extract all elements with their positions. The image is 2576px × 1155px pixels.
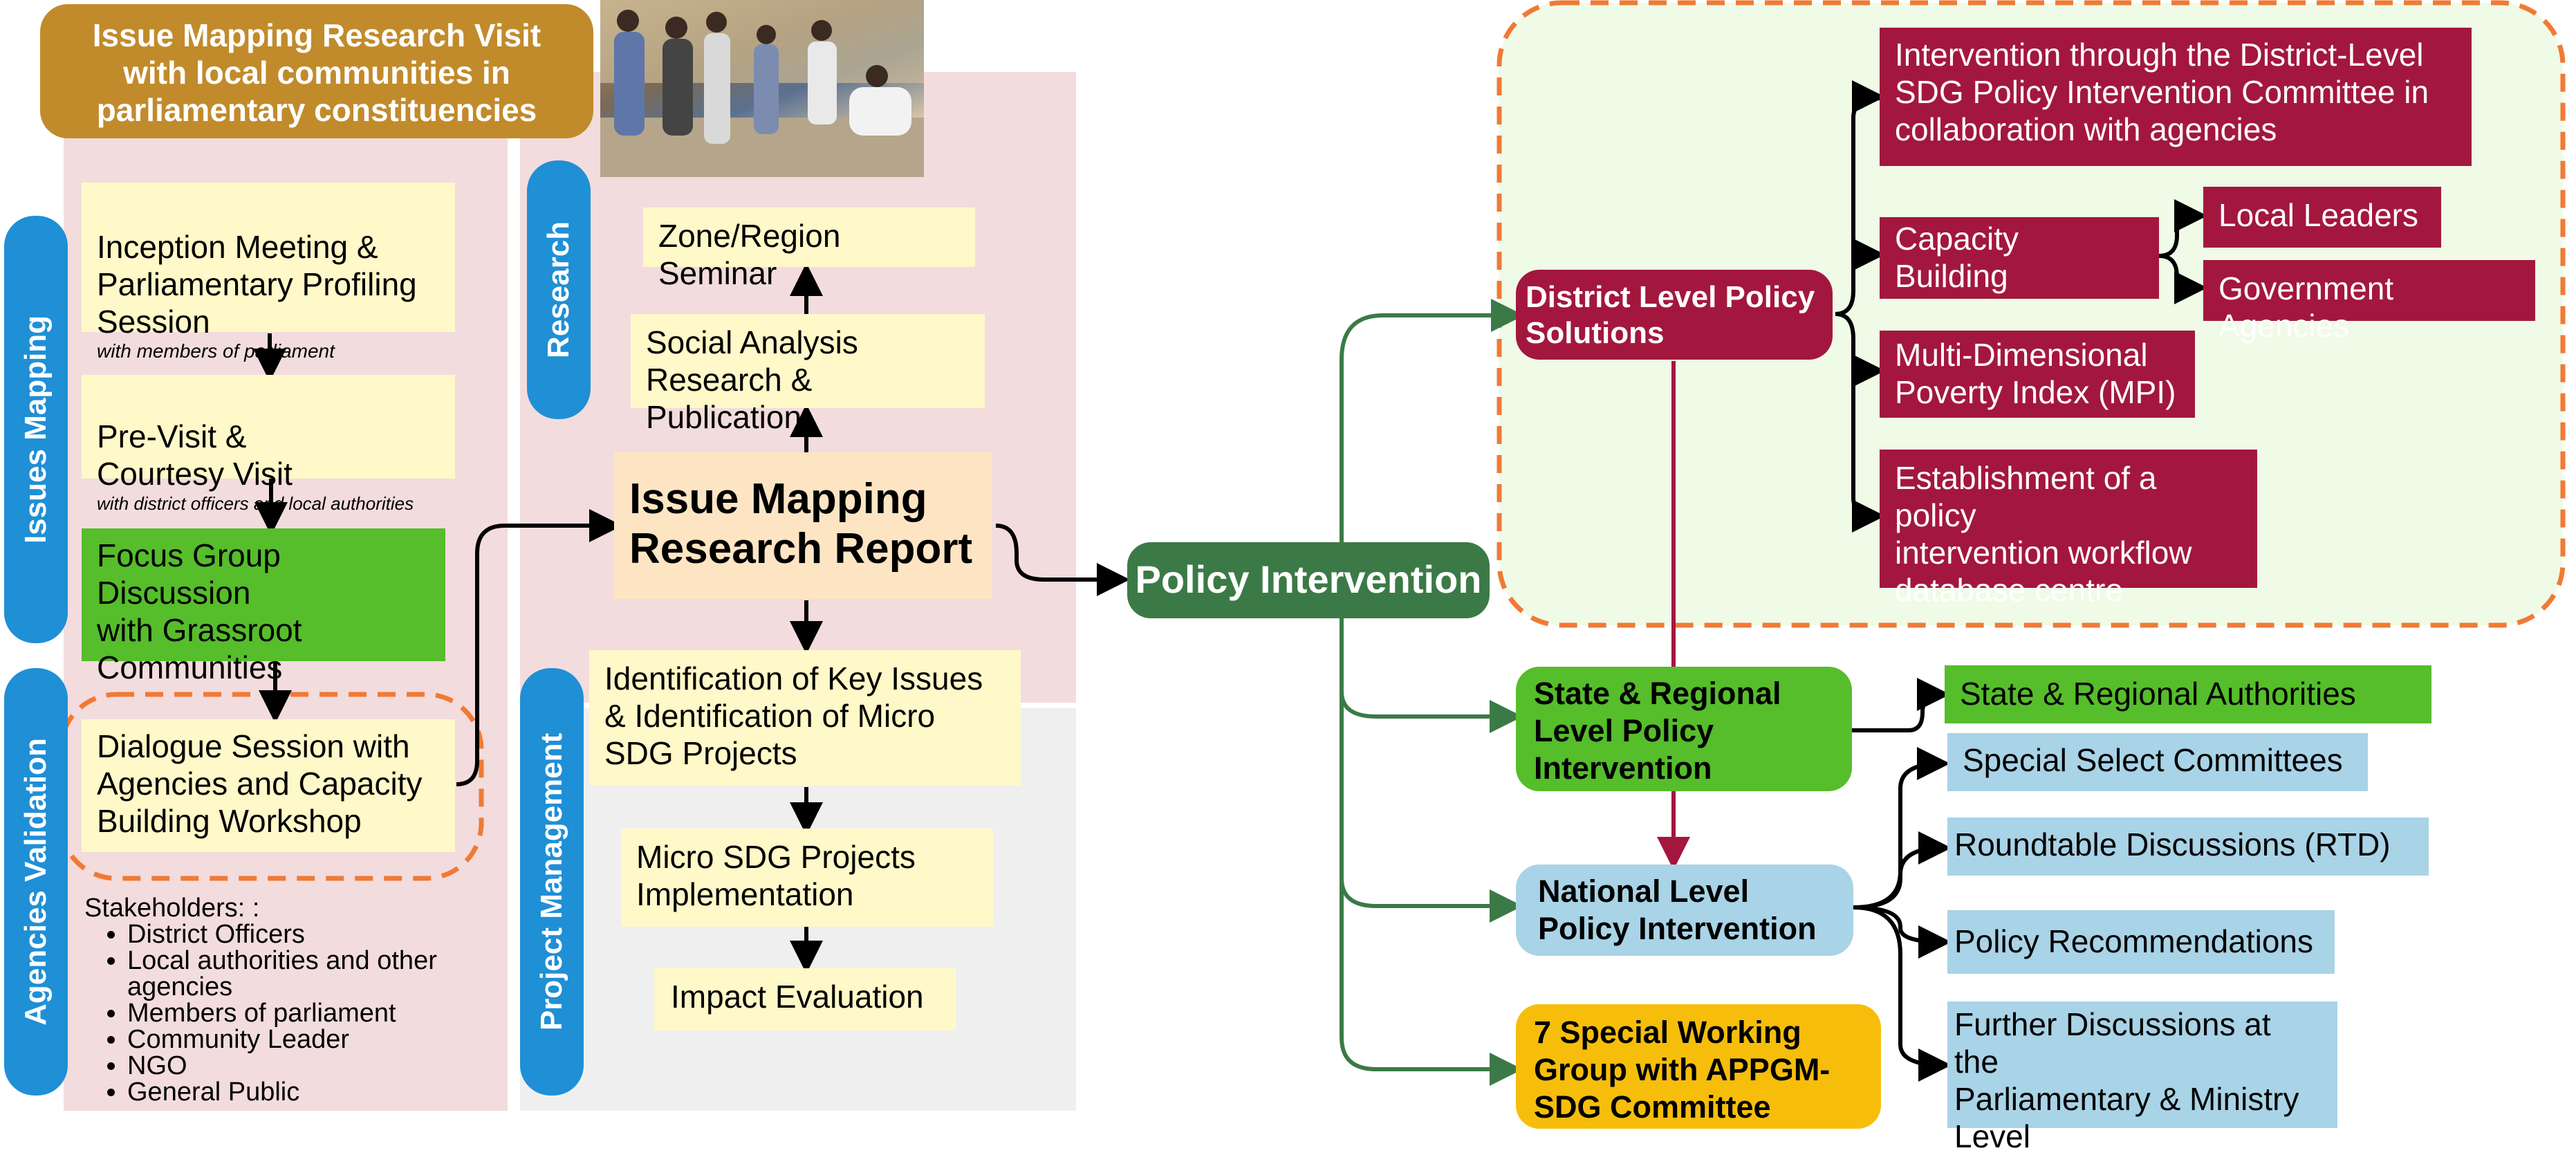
district-level-pill: District Level Policy Solutions xyxy=(1516,270,1833,360)
zone-seminar-box: Zone/Region Seminar xyxy=(643,207,975,291)
stakeholder-item: Community Leader xyxy=(127,1026,499,1053)
state-authorities-box: State & Regional Authorities xyxy=(1945,665,2431,723)
focus-group-box: Focus Group Discussion with Grassroot Co… xyxy=(82,528,445,685)
community-photo xyxy=(600,0,924,177)
stakeholders-list: District Officers Local authorities and … xyxy=(84,921,499,1105)
national-level-pill: National Level Policy Intervention xyxy=(1516,865,1853,956)
arrow-policy-district xyxy=(1340,299,1524,617)
district-committee-box: Intervention through the District-Level … xyxy=(1880,28,2472,166)
local-leaders-box: Local Leaders xyxy=(2203,187,2441,248)
previsit-box: Pre-Visit & Courtesy Visit with district… xyxy=(82,375,455,514)
policy-recommendations-box: Policy Recommendations xyxy=(1947,910,2335,974)
brace-district xyxy=(1835,96,1882,316)
section-issues-mapping: Issues Mapping xyxy=(4,216,68,643)
further-discussions-box: Further Discussions at the Parliamentary… xyxy=(1947,1001,2337,1154)
arrow-policy-state xyxy=(1340,617,1523,733)
header-title: Issue Mapping Research Visit with local … xyxy=(40,4,593,138)
special-working-group-pill: 7 Special Working Group with APPGM- SDG … xyxy=(1516,1004,1881,1129)
stakeholder-item: District Officers xyxy=(127,921,499,948)
policy-intervention-pill: Policy Intervention xyxy=(1127,542,1490,618)
inception-meeting-box: Inception Meeting & Parliamentary Profil… xyxy=(82,183,455,362)
special-select-committees-box: Special Select Committees xyxy=(1947,733,2368,791)
database-centre-box: Establishment of a policy intervention w… xyxy=(1880,450,2257,608)
stakeholder-item: General Public xyxy=(127,1079,499,1105)
inception-label: Inception Meeting & Parliamentary Profil… xyxy=(97,229,417,340)
arrow-report-policy xyxy=(995,524,1130,596)
stakeholder-item: Members of parliament xyxy=(127,1000,499,1026)
arrow-dialogue-report xyxy=(456,509,622,786)
impact-evaluation-box: Impact Evaluation xyxy=(654,968,956,1031)
brace-capacity xyxy=(2158,199,2207,258)
government-agencies-box: Government Agencies xyxy=(2203,260,2535,344)
stakeholders-block: Stakeholders: : District Officers Local … xyxy=(84,895,499,1105)
arrow-policy-national xyxy=(1340,617,1523,923)
previsit-label: Pre-Visit & Courtesy Visit xyxy=(97,418,293,492)
roundtable-box: Roundtable Discussions (RTD) xyxy=(1947,817,2429,876)
arrow-policy-special xyxy=(1340,617,1523,1086)
identification-box: Identification of Key Issues & Identific… xyxy=(589,650,1021,786)
mpi-box: Multi-Dimensional Poverty Index (MPI) xyxy=(1880,331,2195,418)
state-regional-pill: State & Regional Level Policy Interventi… xyxy=(1516,667,1852,791)
dialogue-session-box: Dialogue Session with Agencies and Capac… xyxy=(82,719,455,852)
inception-sub: with members of parliament xyxy=(97,340,335,362)
photo-people-figures xyxy=(600,0,924,177)
arrow-state-authorities xyxy=(1852,678,1950,732)
stakeholders-title: Stakeholders: : xyxy=(84,894,260,923)
stakeholder-item: Local authorities and other agencies xyxy=(127,948,499,1000)
stakeholder-item: NGO xyxy=(127,1053,499,1079)
capacity-building-box: Capacity Building xyxy=(1880,217,2159,299)
section-research: Research xyxy=(527,160,591,419)
section-project-management: Project Management xyxy=(520,668,584,1096)
section-agencies-validation: Agencies Validation xyxy=(4,668,68,1096)
previsit-sub: with district officers and local authori… xyxy=(97,493,414,514)
research-report-box: Issue Mapping Research Report xyxy=(614,452,992,599)
social-analysis-box: Social Analysis Research & Publication xyxy=(631,314,985,435)
implementation-box: Micro SDG Projects Implementation xyxy=(621,829,993,927)
